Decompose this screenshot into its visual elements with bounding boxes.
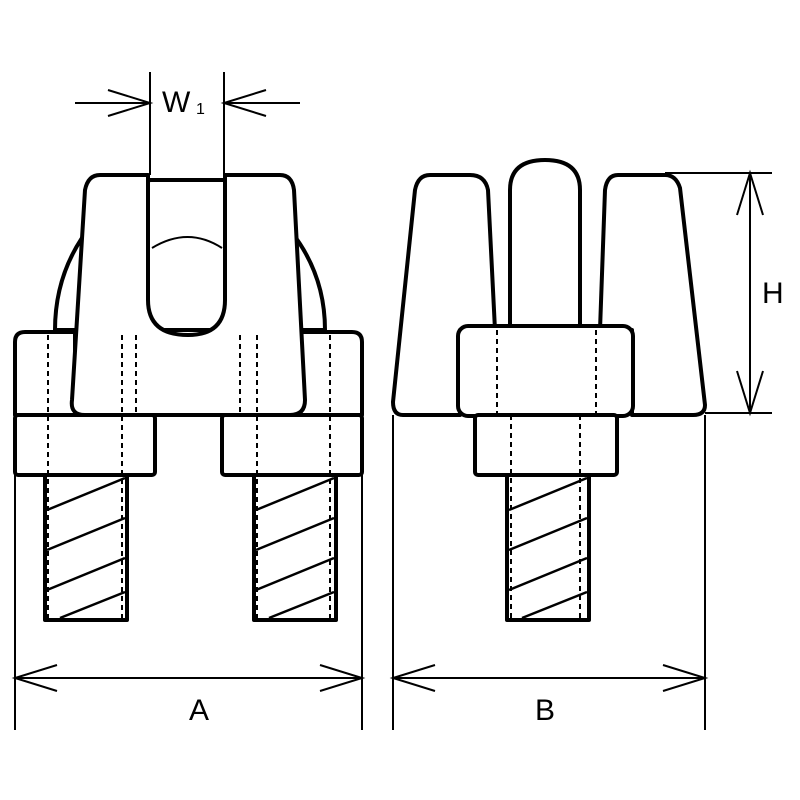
side-view: [391, 158, 707, 622]
side-center-finger: [508, 158, 582, 332]
side-nut-lower: [473, 413, 619, 477]
dimension-a: A: [11, 415, 366, 730]
a-label: A: [189, 694, 209, 727]
side-nut-upper: [456, 324, 635, 418]
front-right-bolt: [252, 473, 338, 622]
side-bolt: [505, 473, 591, 622]
h-label: H: [762, 277, 784, 310]
front-left-bar: [13, 330, 77, 417]
dimension-h: H: [665, 169, 784, 417]
b-label: B: [535, 694, 555, 727]
side-hidden-lines: [496, 330, 597, 618]
dimension-w1: W 1: [75, 72, 300, 175]
front-left-bolt-thread: [46, 476, 126, 620]
dimension-b: B: [389, 415, 709, 730]
w1-subscript: 1: [196, 101, 205, 118]
saddle-groove: [151, 236, 223, 249]
front-right-nut: [220, 413, 364, 477]
w1-label: W: [162, 86, 191, 119]
side-left-jaw: [391, 173, 497, 417]
front-left-bolt: [43, 473, 129, 622]
front-hidden-lines: [47, 335, 331, 618]
side-right-jaw: [598, 173, 707, 417]
saddle-body: [69, 173, 307, 417]
side-bolt-thread: [508, 476, 588, 620]
front-right-bolt-thread: [255, 476, 335, 620]
front-view: [13, 173, 364, 622]
front-left-nut: [13, 413, 157, 477]
